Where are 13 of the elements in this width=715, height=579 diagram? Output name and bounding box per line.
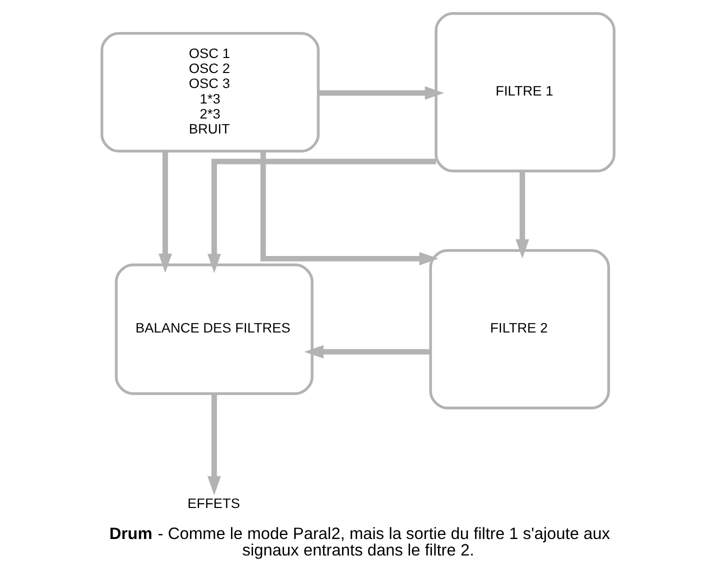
node-text: EFFETS <box>186 496 240 511</box>
arrow <box>304 345 430 359</box>
arrow <box>260 151 438 266</box>
arrow <box>515 171 529 259</box>
node-box: OSC 1 OSC 2 OSC 3 1*3 2*3 BRUIT <box>100 32 320 153</box>
arrow <box>206 394 220 496</box>
node-box: FILTRE 2 <box>428 249 610 410</box>
arrow <box>318 86 444 100</box>
node-box: FILTRE 1 <box>434 12 615 172</box>
arrow <box>158 151 172 273</box>
arrow <box>206 158 436 274</box>
node-box: BALANCE DES FILTRES <box>114 263 313 395</box>
caption: Drum - Comme le mode Paral2, mais la sortie du filtre 1 s'ajoute aux signaux entrants dans le filtre 2. <box>108 524 610 560</box>
